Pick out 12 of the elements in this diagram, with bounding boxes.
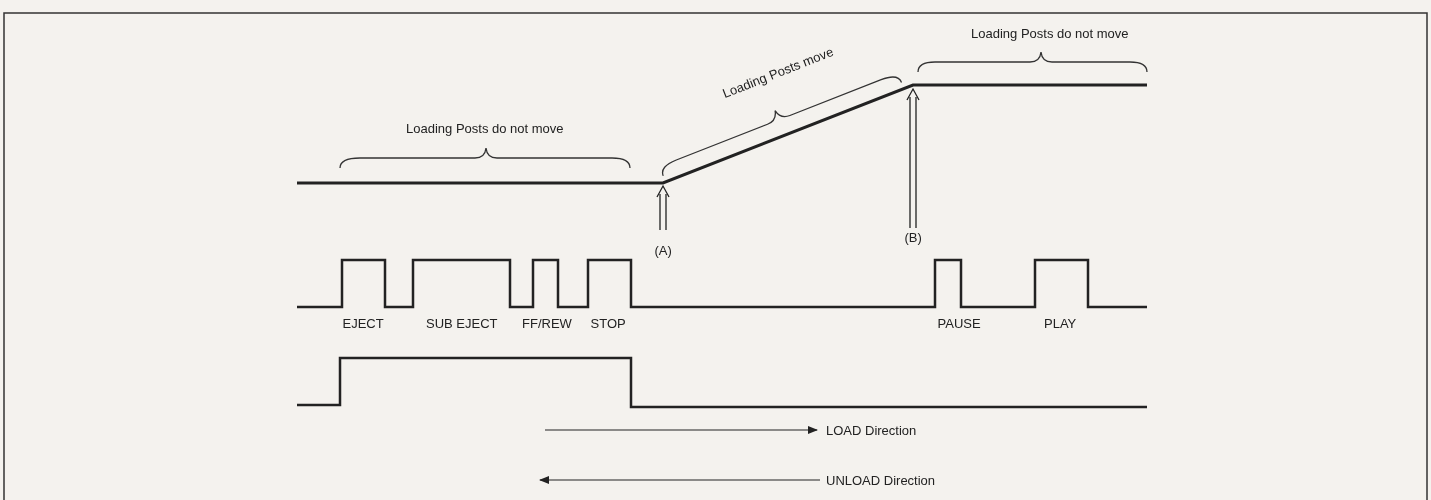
signal-label: EJECT [342, 315, 384, 331]
marker-label: (B) [904, 229, 922, 245]
signal-label: PLAY [1044, 315, 1077, 331]
annotation-text: Loading Posts do not move [971, 25, 1129, 41]
signal-label: PAUSE [937, 315, 981, 331]
signal-label: FF/REW [522, 315, 572, 331]
annotation-text: Loading Posts do not move [406, 120, 564, 136]
signal-label: STOP [590, 315, 626, 331]
marker-label: (A) [654, 242, 672, 258]
signal-label: SUB EJECT [426, 315, 498, 331]
direction-label: LOAD Direction [826, 422, 917, 438]
direction-label: UNLOAD Direction [826, 472, 936, 488]
